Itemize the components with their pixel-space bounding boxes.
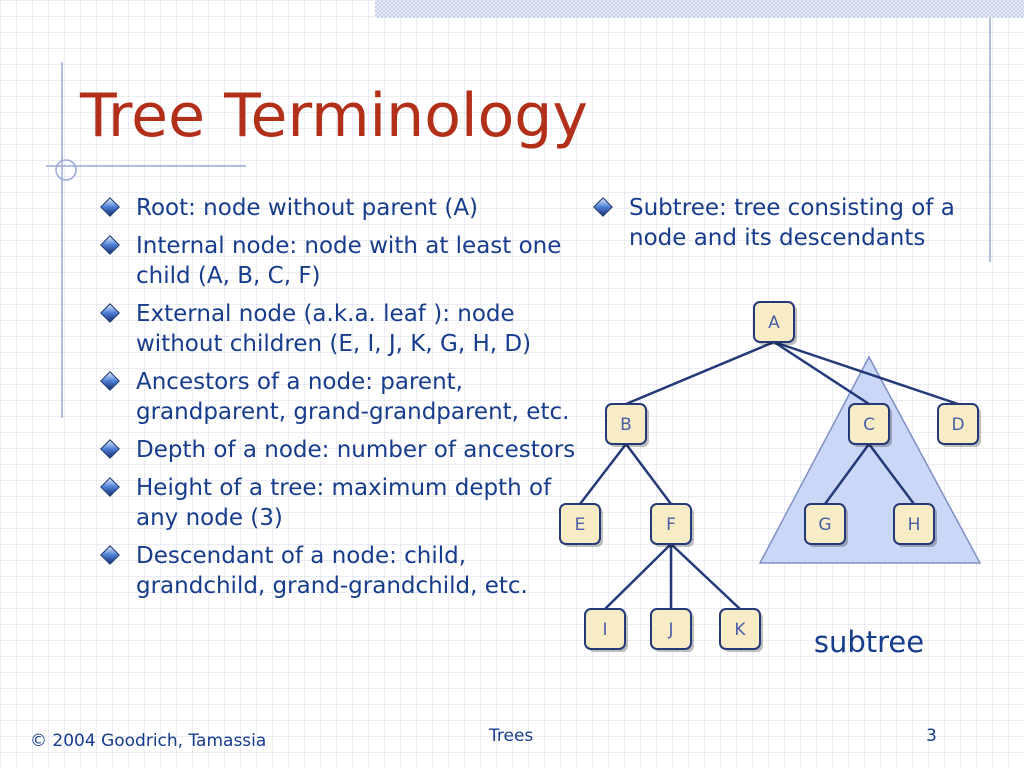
tree-node-label: A [768, 313, 780, 333]
tree-node-label: H [908, 515, 921, 535]
tree-edge-f-i [604, 543, 672, 610]
right-bullet-list: Subtree: tree consisting of a node and i… [593, 193, 979, 261]
bullet-text: External node (a.k.a. leaf ): node witho… [136, 301, 532, 357]
tree-node-b: B [605, 403, 649, 447]
tree-node-g: G [804, 503, 848, 547]
bullet-text: Descendant of a node: child, grandchild,… [136, 543, 528, 599]
tree-node-d: D [937, 403, 981, 447]
tree-edge-b-e [579, 443, 627, 505]
tree-edge-b-f [625, 443, 672, 505]
header-band [375, 0, 1024, 18]
footer-page-number: 3 [926, 726, 937, 746]
subtree-label: subtree [814, 625, 924, 659]
bullet-ancestors: Ancestors of a node: parent, grandparent… [100, 367, 596, 427]
bullet-descendant: Descendant of a node: child, grandchild,… [100, 541, 596, 601]
footer-copyright: © 2004 Goodrich, Tamassia [30, 731, 267, 751]
tree-node-h: H [893, 503, 937, 547]
bullet-external-node: External node (a.k.a. leaf ): node witho… [100, 299, 596, 359]
tree-edge-c-h [868, 443, 915, 505]
tree-edge-a-c [773, 340, 870, 406]
tree-node-label: E [575, 515, 586, 535]
tree-node-label: I [602, 620, 607, 640]
bullet-text: Height of a tree: maximum depth of any n… [136, 475, 552, 531]
tree-node-j: J [650, 608, 694, 652]
bullet-subtree: Subtree: tree consisting of a node and i… [593, 193, 979, 253]
slide-title: Tree Terminology [80, 81, 588, 151]
tree-node-a: A [753, 301, 797, 345]
subtree-triangle [758, 355, 982, 564]
tree-node-label: J [667, 620, 673, 640]
bullet-text: Ancestors of a node: parent, grandparent… [136, 369, 570, 425]
bullet-height: Height of a tree: maximum depth of any n… [100, 473, 596, 533]
tree-edge-a-b [625, 340, 775, 406]
bullet-text: Depth of a node: number of ancestors [136, 437, 576, 463]
bullet-internal-node: Internal node: node with at least one ch… [100, 231, 596, 291]
tree-edges [579, 340, 959, 610]
footer-topic: Trees [489, 726, 534, 746]
bullet-text: Root: node without parent (A) [136, 195, 479, 221]
tree-node-i: I [584, 608, 628, 652]
tree-node-label: B [620, 415, 632, 435]
bullet-root: Root: node without parent (A) [100, 193, 596, 223]
bullet-depth: Depth of a node: number of ancestors [100, 435, 596, 465]
tree-edge-a-d [773, 340, 959, 406]
tree-edge-f-k [670, 543, 741, 610]
tree-node-label: C [863, 415, 875, 435]
tree-node-label: K [734, 620, 746, 640]
tree-node-e: E [559, 503, 603, 547]
tree-nodes: A B C D E F G H I J K [559, 301, 981, 652]
bullet-text: Internal node: node with at least one ch… [136, 233, 562, 289]
left-bullet-list: Root: node without parent (A) Internal n… [100, 193, 596, 609]
tree-node-k: K [719, 608, 763, 652]
tree-node-label: D [951, 415, 964, 435]
tree-node-f: F [650, 503, 694, 547]
tree-node-label: G [818, 515, 831, 535]
bullet-text: Subtree: tree consisting of a node and i… [629, 195, 955, 251]
tree-node-c: C [848, 403, 892, 447]
tree-node-label: F [666, 515, 676, 535]
tree-edge-c-g [823, 443, 871, 505]
